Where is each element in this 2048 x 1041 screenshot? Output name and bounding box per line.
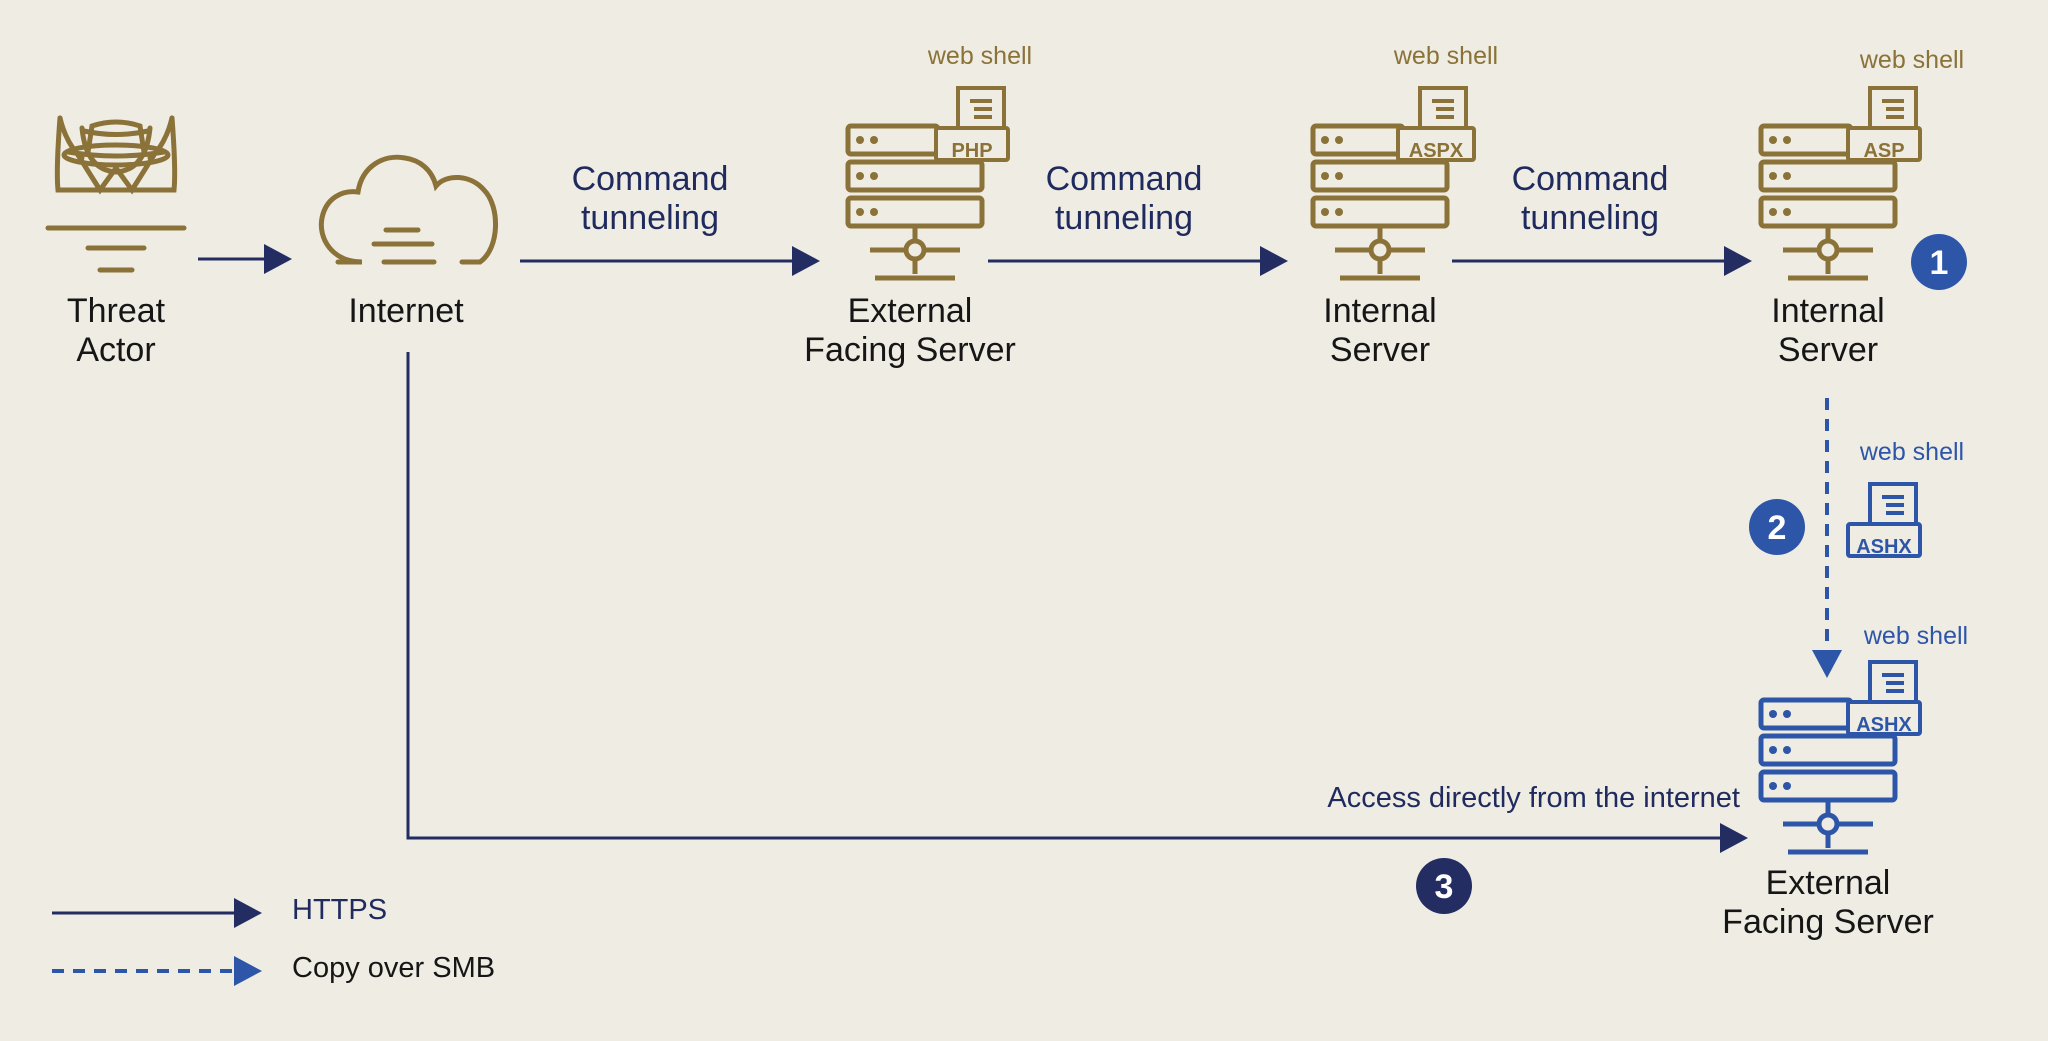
step-1-number: 1 xyxy=(1930,244,1949,282)
internet-label: Internet xyxy=(348,292,464,330)
ashx-transfer-file-label: ASHX xyxy=(1856,536,1912,558)
web-shell-label-aspx: web shell xyxy=(1393,42,1499,70)
asp-file-label: ASP xyxy=(1863,140,1904,162)
arrow-internet-to-external-1 xyxy=(520,246,820,276)
external-server-1-label: External Facing Server xyxy=(804,292,1016,369)
php-file-label: PHP xyxy=(951,140,992,162)
internal-server-2-label: Internal Server xyxy=(1771,292,1885,369)
ashx-file-icon-transfer xyxy=(1846,482,1922,558)
web-shell-label-asp: web shell xyxy=(1859,46,1965,74)
external-server-2-label: External Facing Server xyxy=(1722,864,1934,941)
web-shell-label-php: web shell xyxy=(927,42,1033,70)
tunnel-3-label: Command tunneling xyxy=(1511,160,1669,237)
direct-access-label: Access directly from the internet xyxy=(1327,782,1740,814)
web-shell-label-ashx-transfer: web shell xyxy=(1859,438,1965,466)
legend-https-line xyxy=(52,898,262,928)
aspx-file-icon xyxy=(1396,86,1476,162)
legend-smb-line xyxy=(52,956,262,986)
ashx-file-icon xyxy=(1846,660,1922,736)
step-3-badge: 3 xyxy=(1416,858,1472,914)
arrow-actor-to-internet xyxy=(198,244,292,274)
step-2-badge: 2 xyxy=(1749,499,1805,555)
step-1-badge: 1 xyxy=(1911,234,1967,290)
step-2-number: 2 xyxy=(1768,509,1787,547)
aspx-file-label: ASPX xyxy=(1409,140,1464,162)
web-shell-label-ashx: web shell xyxy=(1863,622,1969,650)
arrow-internal-1-to-internal-2 xyxy=(1452,246,1752,276)
arrow-external-1-to-internal-1 xyxy=(988,246,1288,276)
asp-file-icon xyxy=(1846,86,1922,162)
legend-smb-label: Copy over SMB xyxy=(292,952,496,984)
php-file-icon xyxy=(934,86,1010,162)
ashx-file-label: ASHX xyxy=(1856,714,1912,736)
internal-server-1-label: Internal Server xyxy=(1323,292,1437,369)
legend-https-label: HTTPS xyxy=(292,894,388,926)
arrow-smb-copy xyxy=(1812,398,1842,678)
step-3-number: 3 xyxy=(1435,868,1454,906)
cloud-icon xyxy=(318,154,498,265)
hacker-icon xyxy=(45,115,187,273)
threat-actor-label: Threat Actor xyxy=(66,292,166,369)
tunnel-1-label: Command tunneling xyxy=(571,160,729,237)
arrow-internet-direct-access xyxy=(406,352,1748,853)
tunnel-2-label: Command tunneling xyxy=(1045,160,1203,237)
